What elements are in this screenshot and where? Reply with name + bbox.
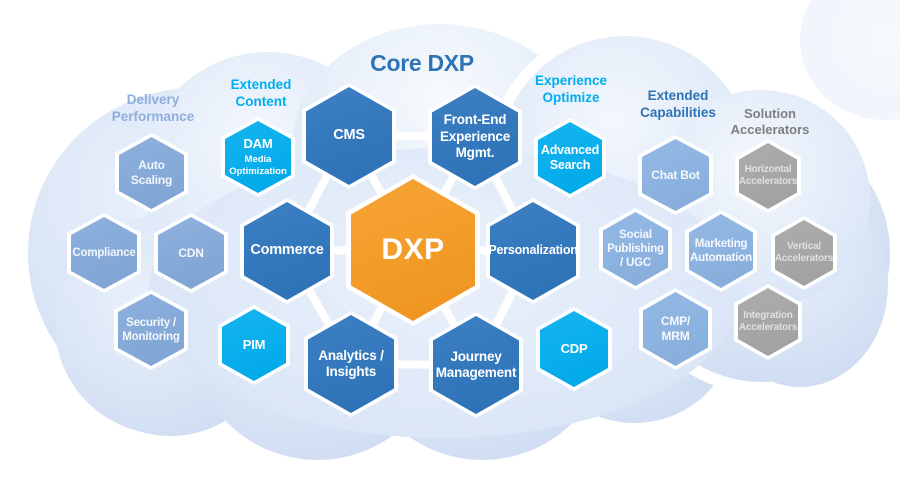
hexagon-security-monitoring: Security / Monitoring (114, 290, 188, 370)
hexagon-dam: DAM Media Optimization (221, 117, 295, 197)
label-solution-accelerators: Solution Accelerators (730, 106, 810, 138)
label-delivery-performance: Delivery Performance (111, 92, 195, 124)
hexagon-auto-scaling-label: Auto Scaling (130, 158, 173, 187)
hexagon-dxp-label: DXP (381, 232, 445, 266)
hexagon-front-end-label: Front-End Experience Mgmt. (439, 112, 511, 161)
hexagon-horizontal-accelerators-label: Horizontal Accelerators (738, 163, 798, 187)
label-extended-content: Extended Content (230, 77, 292, 109)
hexagon-advanced-search-label: Advanced Search (540, 142, 600, 172)
label-extended-capabilities: Extended Capabilities (640, 88, 716, 120)
hexagon-social-publishing: Social Publishing / UGC (599, 208, 672, 290)
hexagon-pim: PIM (218, 305, 290, 385)
hexagon-analytics-insights-label: Analytics / Insights (318, 347, 384, 379)
hexagon-dam-label: DAM (243, 136, 273, 152)
hexagon-cmp-mrm-label: CMP/ MRM (660, 314, 691, 343)
hexagon-cdp-label: CDP (560, 341, 588, 357)
hexagon-cdp: CDP (536, 307, 612, 391)
hexagon-chat-bot-label: Chat Bot (651, 167, 700, 182)
hexagon-personalization-label: Personalization (488, 243, 578, 258)
hexagon-horizontal-accelerators: Horizontal Accelerators (735, 139, 801, 213)
diagram-title: Core DXP (370, 50, 474, 76)
hexagon-cms-label: CMS (333, 127, 365, 144)
hexagon-security-monitoring-label: Security / Monitoring (122, 316, 180, 343)
hexagon-journey-management-label: Journey Management (435, 348, 517, 380)
hexagon-pim-label: PIM (242, 337, 266, 353)
hexagon-dam-sublabel: Media Optimization (229, 154, 287, 177)
label-experience-optimize: Experience Optimize (534, 73, 608, 105)
hexagon-commerce-label: Commerce (250, 242, 324, 259)
hexagon-cmp-mrm: CMP/ MRM (639, 288, 712, 370)
hexagon-cdn-label: CDN (178, 245, 204, 260)
hexagon-social-publishing-label: Social Publishing / UGC (607, 228, 664, 269)
hexagon-marketing-automation-label: Marketing Automation (690, 237, 752, 264)
hexagon-integration-accelerators-label: Integration Accelerators (738, 309, 798, 333)
hexagon-dxp: DXP (346, 174, 480, 326)
hexagon-compliance-label: Compliance (72, 246, 136, 259)
hexagon-vertical-accelerators-label: Vertical Accelerators (774, 240, 834, 264)
